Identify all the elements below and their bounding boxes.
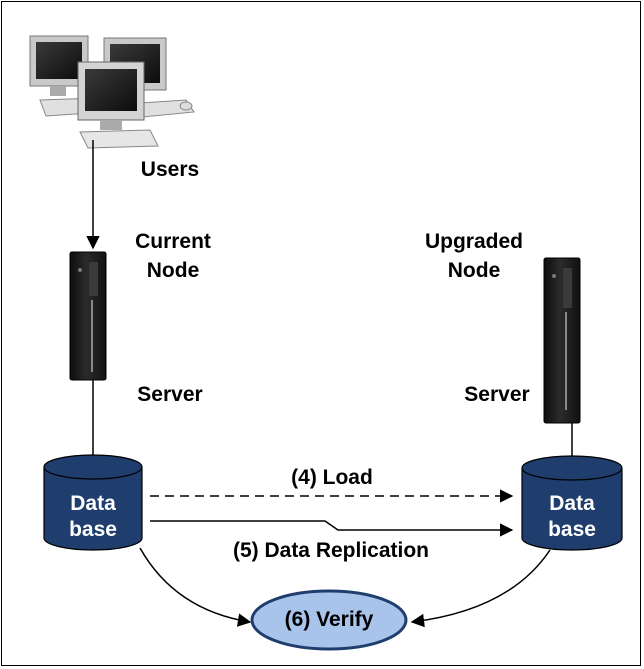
current-node-label-line1: Current [135,230,211,253]
database-label-left-line2: base [69,518,117,541]
upgraded-node-label-line1: Upgraded [424,230,523,253]
load-label: (4) Load [291,466,373,489]
database-label-left-line1: Data [70,492,116,515]
users-label: Users [140,158,200,181]
database-cylinder-icon [521,455,623,551]
upgraded-node-label-line2: Node [447,259,501,282]
server-label-right: Server [464,383,530,406]
replication-arrow [150,520,514,537]
current-node-label-line2: Node [146,259,200,282]
replication-label: (5) Data Replication [232,539,430,562]
left-db-to-verify-arrow [139,547,252,627]
server-label-left: Server [137,383,203,406]
verify-label: (6) Verify [284,608,374,631]
database-cylinder-icon [43,454,143,551]
database-label-right-line2: base [548,518,596,541]
tower-server-icon [543,257,581,424]
database-label-right-line1: Data [549,492,595,515]
right-db-to-verify-arrow [410,549,551,628]
tower-server-icon [69,251,107,381]
computer-monitor-icon [29,35,195,149]
verify-node [250,589,408,651]
